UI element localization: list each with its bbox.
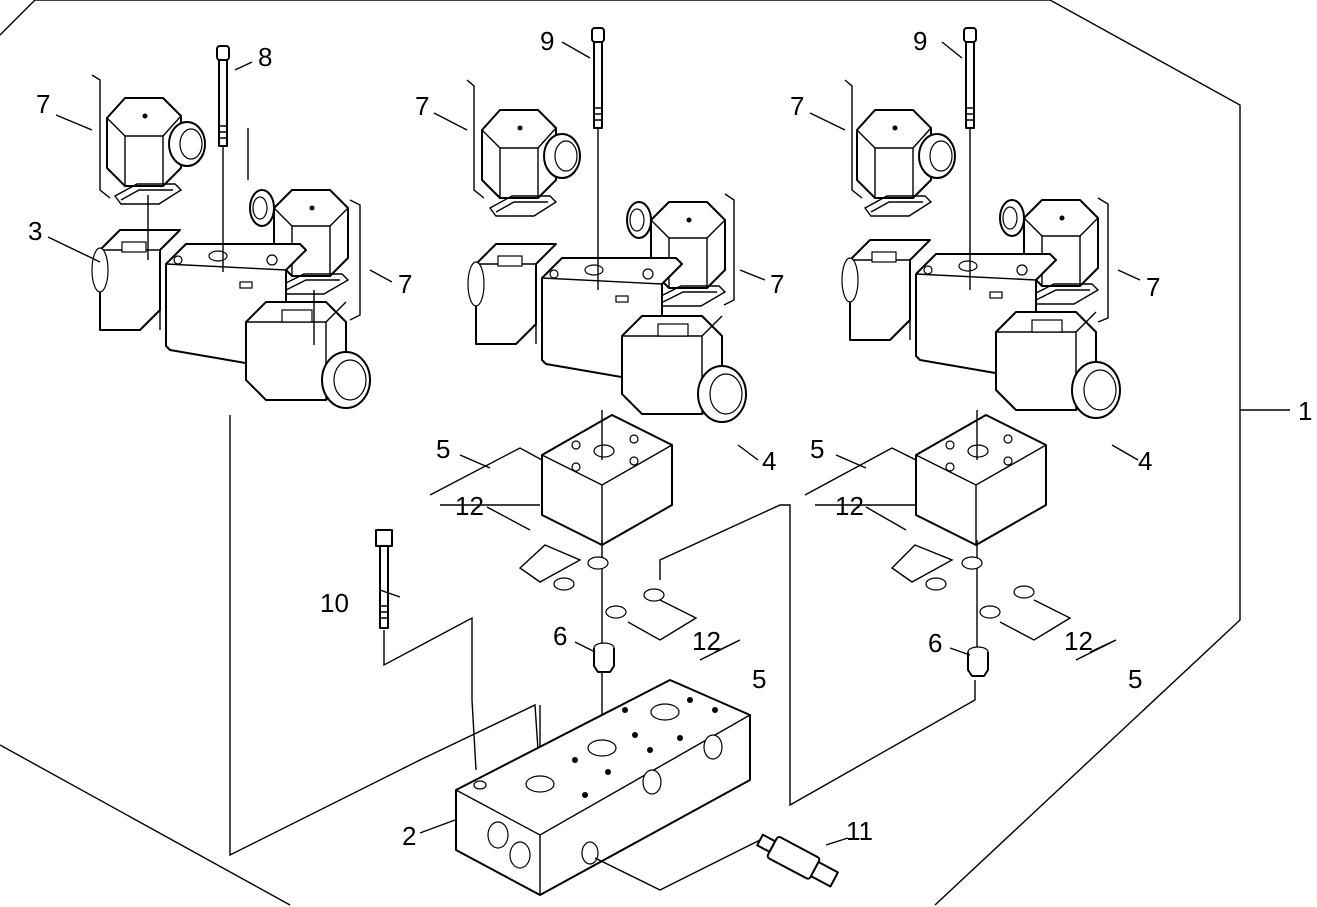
callout-2: 2: [402, 821, 416, 851]
callout-11: 11: [846, 816, 873, 846]
callout-7b: 7: [398, 269, 412, 299]
callout-5d: 5: [1128, 664, 1142, 694]
callout-12a: 12: [455, 491, 484, 521]
callout-10: 10: [320, 588, 349, 618]
callout-7a: 7: [36, 89, 50, 119]
callout-1: 1: [1298, 396, 1312, 426]
manifold-block: [455, 679, 751, 896]
callout-12d: 12: [1064, 626, 1093, 656]
callout-7c: 7: [415, 91, 429, 121]
callout-4b: 4: [1138, 446, 1152, 476]
callout-6a: 6: [553, 621, 567, 651]
callout-7e: 7: [790, 91, 804, 121]
callout-12c: 12: [692, 626, 721, 656]
callout-6b: 6: [928, 628, 942, 658]
callout-8: 8: [258, 42, 272, 72]
callout-5b: 5: [810, 434, 824, 464]
callout-5a: 5: [436, 434, 450, 464]
callout-7d: 7: [770, 269, 784, 299]
callout-9b: 9: [913, 26, 927, 56]
callout-5c: 5: [752, 664, 766, 694]
callout-4a: 4: [762, 446, 776, 476]
callout-9a: 9: [540, 26, 554, 56]
callout-3: 3: [28, 216, 42, 246]
callout-12b: 12: [835, 491, 864, 521]
callout-7f: 7: [1146, 272, 1160, 302]
